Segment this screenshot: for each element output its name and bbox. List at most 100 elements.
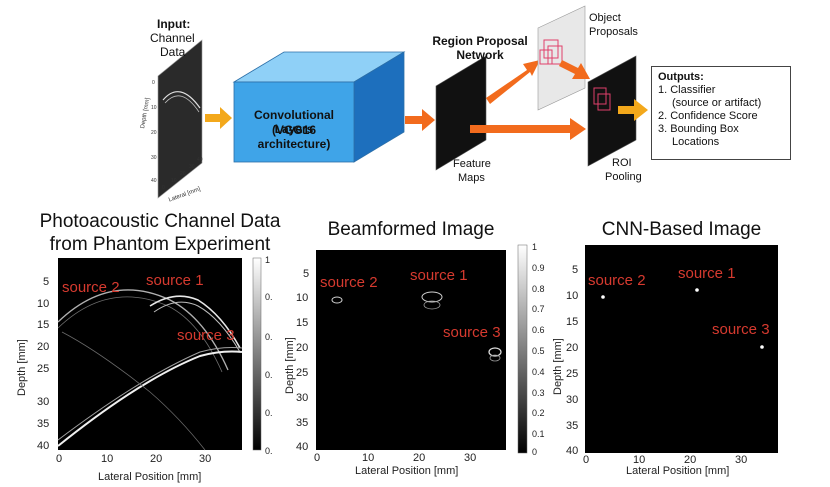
conv-label-line1: Convolutional Layers xyxy=(254,108,334,136)
panel2-title: Beamformed Image xyxy=(327,219,495,240)
panel2-source3-label: source 3 xyxy=(443,324,501,341)
proposals-label-line2: Proposals xyxy=(589,26,638,38)
outputs-item: (source or artifact) xyxy=(672,97,762,109)
roi-box xyxy=(597,93,611,111)
panel1-cbar-tick: 0. xyxy=(265,408,273,418)
panel1-xtick: 0 xyxy=(56,453,63,465)
cnn-source-point xyxy=(601,295,605,299)
beamformed-spot xyxy=(488,347,502,357)
panel2-cbar-tick: 0.7 xyxy=(532,304,545,314)
beamformed-spot xyxy=(421,291,443,303)
input-label-line2: Data xyxy=(160,45,186,59)
panel1-cbar-tick: 0. xyxy=(265,370,273,380)
panel3-source3-label: source 3 xyxy=(712,321,770,338)
panel1-ytick: 40 xyxy=(37,440,50,452)
input-label-line1: Channel xyxy=(150,31,195,45)
panel2-ytick: 15 xyxy=(296,317,309,329)
panel1-ytick: 25 xyxy=(37,363,50,375)
arrow-roi-to-outputs xyxy=(618,99,648,121)
panel2-xtick: 20 xyxy=(413,452,426,464)
mini-lateral-tick: 40 xyxy=(197,157,203,163)
channel-wavefront xyxy=(57,350,243,447)
panel2-source2-label: source 2 xyxy=(320,274,378,291)
panel2-cbar-tick: 0.3 xyxy=(532,388,545,398)
mini-lateral-tick: 0 xyxy=(162,185,165,191)
channel-wavefront xyxy=(57,289,229,371)
arrow-conv-to-features xyxy=(405,109,435,131)
roi-pooling-slab xyxy=(587,55,637,167)
rpn-label-line1: Region Proposal xyxy=(432,34,528,48)
panel1-ytick: 15 xyxy=(37,319,50,331)
panel3-source2-label: source 2 xyxy=(588,272,646,289)
outputs-item: 1. Classifier xyxy=(658,84,716,96)
arrow-features-to-proposals xyxy=(486,60,540,104)
panel2-cbar-tick: 0.8 xyxy=(532,284,545,294)
panel2-xtick: 30 xyxy=(464,452,477,464)
panel1-ytick: 20 xyxy=(37,341,50,353)
panel2-ytick: 25 xyxy=(296,367,309,379)
panel3-ytick: 10 xyxy=(566,290,579,302)
outputs-item: 2. Confidence Score xyxy=(658,110,758,122)
beamformed-spot xyxy=(331,296,343,304)
mini-lateral-tick: 10 xyxy=(171,178,177,184)
channel-wavefront xyxy=(149,295,241,349)
roi-label-line1: ROI xyxy=(612,157,632,169)
input-title: Input: xyxy=(157,17,191,31)
roi-box xyxy=(593,87,607,105)
panel2-ylabel: Depth [mm] xyxy=(284,337,296,394)
panel3-ytick: 20 xyxy=(566,342,579,354)
feature-maps-slab xyxy=(435,55,487,171)
beamformed-spot xyxy=(489,354,501,362)
panel3-title: CNN-Based Image xyxy=(601,219,762,240)
cnn-source-point xyxy=(695,288,699,292)
panel2-ytick: 30 xyxy=(296,392,309,404)
panel2-ytick: 20 xyxy=(296,342,309,354)
beamformed-spot xyxy=(423,300,441,310)
channel-wavefront xyxy=(57,347,243,441)
conv-label-line2: (VGG16 architecture) xyxy=(257,123,331,151)
panel3-ytick: 35 xyxy=(566,420,579,432)
panel2-cbar-tick: 0.1 xyxy=(532,429,545,439)
beamformed-colorbar xyxy=(517,244,528,454)
mini-depth-tick: 30 xyxy=(151,155,157,161)
panel1-ylabel: Depth [mm] xyxy=(16,339,28,396)
channel-wavefront xyxy=(61,331,206,451)
panel3-xlabel: Lateral Position [mm] xyxy=(626,465,730,477)
mini-lateral-tick: 20 xyxy=(180,171,186,177)
panel3-xtick: 0 xyxy=(583,454,590,466)
panel3-ylabel: Depth [mm] xyxy=(552,338,564,395)
panel1-source2-label: source 2 xyxy=(62,279,120,296)
panel1-cbar-tick: 0. xyxy=(265,332,273,342)
outputs-box: Outputs: 1. Classifier (source or artifa… xyxy=(651,66,791,160)
panel2-ytick: 40 xyxy=(296,441,309,453)
panel2-cbar-tick: 0.2 xyxy=(532,408,545,418)
panel2-cbar-tick: 0.9 xyxy=(532,263,545,273)
channel-colorbar xyxy=(252,257,262,451)
panel2-cbar-tick: 0 xyxy=(532,447,538,457)
panel3-ytick: 5 xyxy=(572,264,579,276)
mini-depth-tick: 40 xyxy=(151,178,157,184)
channel-wavefront xyxy=(57,296,223,373)
panel2-xlabel: Lateral Position [mm] xyxy=(355,465,459,477)
mini-depth-tick: 10 xyxy=(151,105,157,111)
panel3-ytick: 25 xyxy=(566,368,579,380)
outputs-title: Outputs: xyxy=(658,71,704,83)
panel1-ytick: 30 xyxy=(37,396,50,408)
proposal-box xyxy=(543,39,559,59)
panel2-ytick: 35 xyxy=(296,417,309,429)
beamformed-image xyxy=(316,250,506,450)
panel1-xtick: 20 xyxy=(150,453,163,465)
proposal-box xyxy=(547,45,563,65)
proposal-box xyxy=(539,49,553,65)
input-wavefront-curve xyxy=(162,91,201,109)
arrow-input-to-conv xyxy=(205,107,232,129)
feature-label-line1: Feature xyxy=(453,158,491,170)
panel3-source1-label: source 1 xyxy=(678,265,736,282)
panel3-xtick: 30 xyxy=(735,454,748,466)
roi-label-line2: Pooling xyxy=(605,171,642,183)
panel3-xtick: 10 xyxy=(633,454,646,466)
panel1-cbar-tick: 0. xyxy=(265,292,273,302)
input-channel-data-slab xyxy=(157,39,203,199)
outputs-item: 3. Bounding Box xyxy=(658,123,739,135)
panel2-cbar-tick: 1 xyxy=(532,242,538,252)
